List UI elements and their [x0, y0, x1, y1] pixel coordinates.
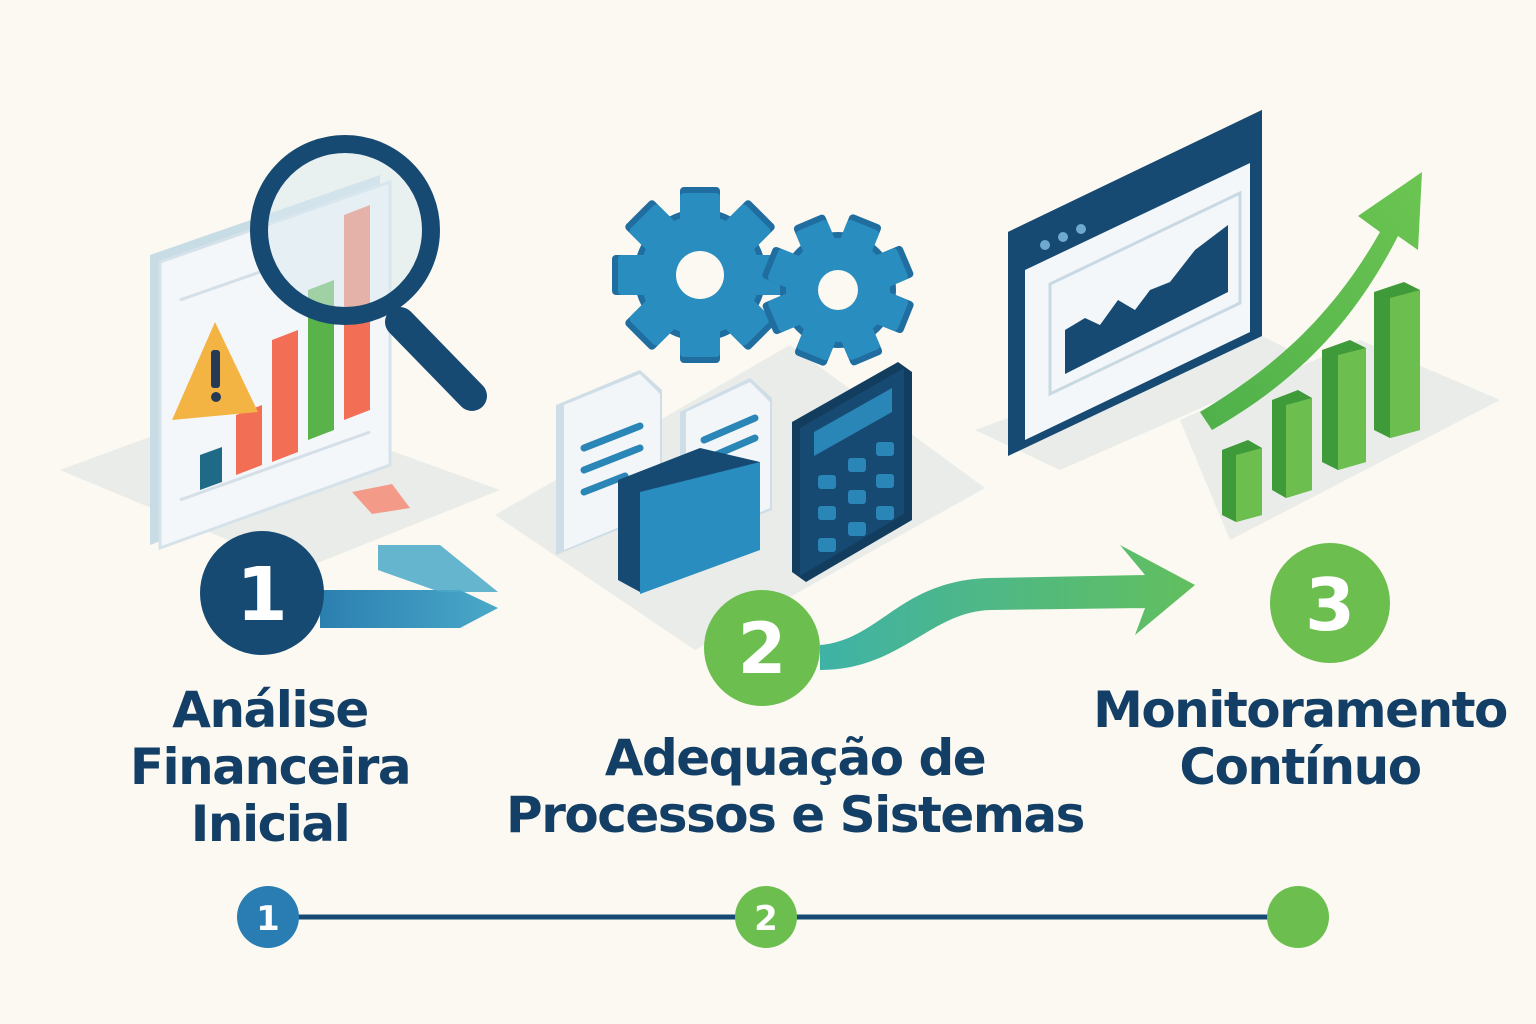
- step-2-title-line: Processos e Sistemas: [506, 786, 1085, 844]
- step-1-illustration: [60, 135, 500, 570]
- step-2-title: Adequação de Processos e Sistemas: [500, 730, 1090, 844]
- timeline: 1 2: [237, 886, 1329, 948]
- paper-slip: [352, 484, 410, 514]
- timeline-dot-1: [237, 886, 299, 948]
- warning-icon: [172, 322, 258, 420]
- timeline-dot-1-label: 1: [256, 899, 280, 939]
- step-3-title-line: Contínuo: [1179, 738, 1422, 796]
- growth-chart-icon: [1222, 282, 1420, 522]
- step-1-title-line: Financeira: [129, 738, 412, 796]
- arrow-head-top: [378, 545, 498, 592]
- magnifier-icon: [250, 135, 487, 411]
- step-1-badge: 1: [200, 531, 324, 655]
- step-1-title-line: Análise: [172, 681, 369, 739]
- step-3-illustration: [975, 110, 1500, 540]
- timeline-dot-3: [1267, 886, 1329, 948]
- arrow-step-2-to-3: [820, 545, 1195, 670]
- step-2-badge: 2: [704, 590, 820, 706]
- step-3-title-line: Monitoramento: [1093, 681, 1508, 739]
- base-platform: [975, 330, 1310, 470]
- step-1-number: 1: [236, 552, 288, 638]
- gear-icon: [612, 187, 788, 363]
- step-3-title: Monitoramento Contínuo: [1090, 682, 1510, 796]
- folder-icon: [618, 448, 760, 594]
- calculator-icon: [792, 362, 912, 582]
- timeline-dot-2: [735, 886, 797, 948]
- step-1-title: Análise Financeira Inicial: [110, 682, 430, 853]
- step-1-title-line: Inicial: [190, 795, 351, 853]
- step-2-title-line: Adequação de: [604, 729, 987, 787]
- growth-arrow-icon: [1200, 172, 1422, 430]
- step-2-number: 2: [738, 608, 787, 690]
- gear-icon: [762, 214, 914, 366]
- chart-report-icon: [150, 175, 392, 551]
- step-3-badge: 3: [1270, 543, 1390, 663]
- timeline-dot-2-label: 2: [754, 899, 778, 939]
- arrow-step-1-to-2: [320, 590, 498, 628]
- step-2-illustration: [495, 187, 985, 650]
- step-3-number: 3: [1305, 563, 1355, 647]
- browser-chart-icon: [1008, 110, 1262, 456]
